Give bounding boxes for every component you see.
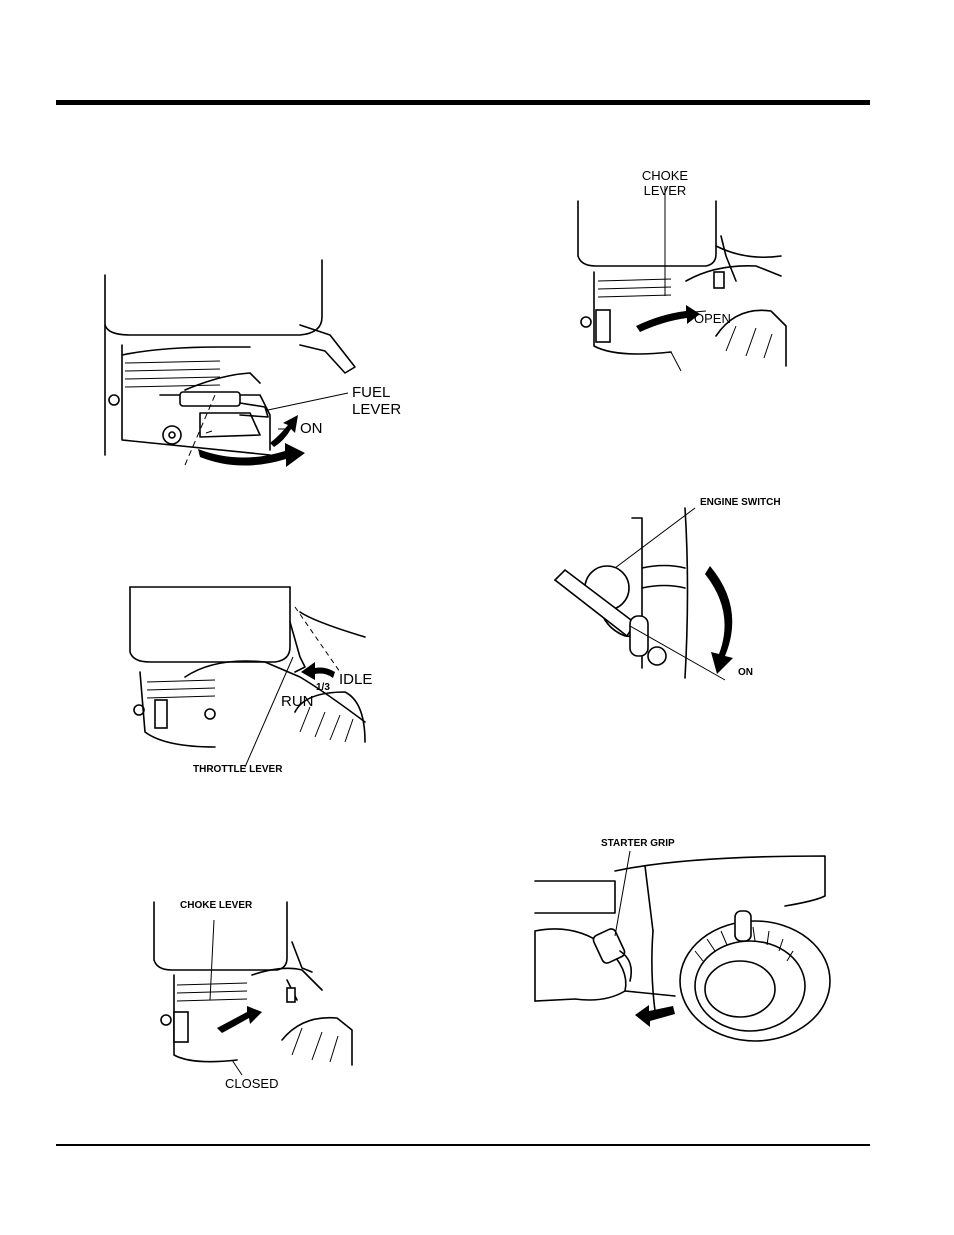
- engine-switch-label: ENGINE SWITCH: [700, 497, 781, 509]
- throttle-third-label: 1/3: [316, 682, 330, 694]
- throttle-lever-illustration: [125, 582, 370, 762]
- starter-grip-label: STARTER GRIP: [601, 838, 675, 850]
- throttle-lever-drawing: [125, 582, 370, 762]
- fuel-on-label: ON: [300, 420, 323, 437]
- engine-switch-illustration: [545, 508, 750, 683]
- throttle-idle-label: IDLE: [339, 671, 372, 688]
- starter-grip-illustration: [535, 851, 835, 1046]
- engine-on-label: ON: [738, 667, 753, 679]
- choke-lever-closed-label: CHOKE LEVER: [180, 900, 252, 912]
- choke-lever-open-label: CHOKE LEVER: [630, 168, 700, 198]
- throttle-lever-label: THROTTLE LEVER: [193, 764, 282, 776]
- fuel-lever-illustration: [100, 255, 420, 475]
- choke-closed-label: CLOSED: [225, 1076, 278, 1091]
- fuel-lever-drawing: [100, 255, 420, 475]
- starter-grip-drawing: [535, 851, 835, 1046]
- engine-switch-drawing: [545, 508, 750, 683]
- footer-rule: [56, 1144, 870, 1146]
- header-rule: [56, 100, 870, 105]
- choke-closed-illustration: [152, 900, 357, 1075]
- choke-open-drawing: [576, 186, 786, 371]
- fuel-lever-label: FUEL LEVER: [352, 384, 401, 418]
- choke-closed-drawing: [152, 900, 357, 1075]
- throttle-run-label: RUN: [281, 693, 314, 710]
- choke-open-illustration: [576, 186, 786, 371]
- choke-open-label: OPEN: [694, 311, 731, 326]
